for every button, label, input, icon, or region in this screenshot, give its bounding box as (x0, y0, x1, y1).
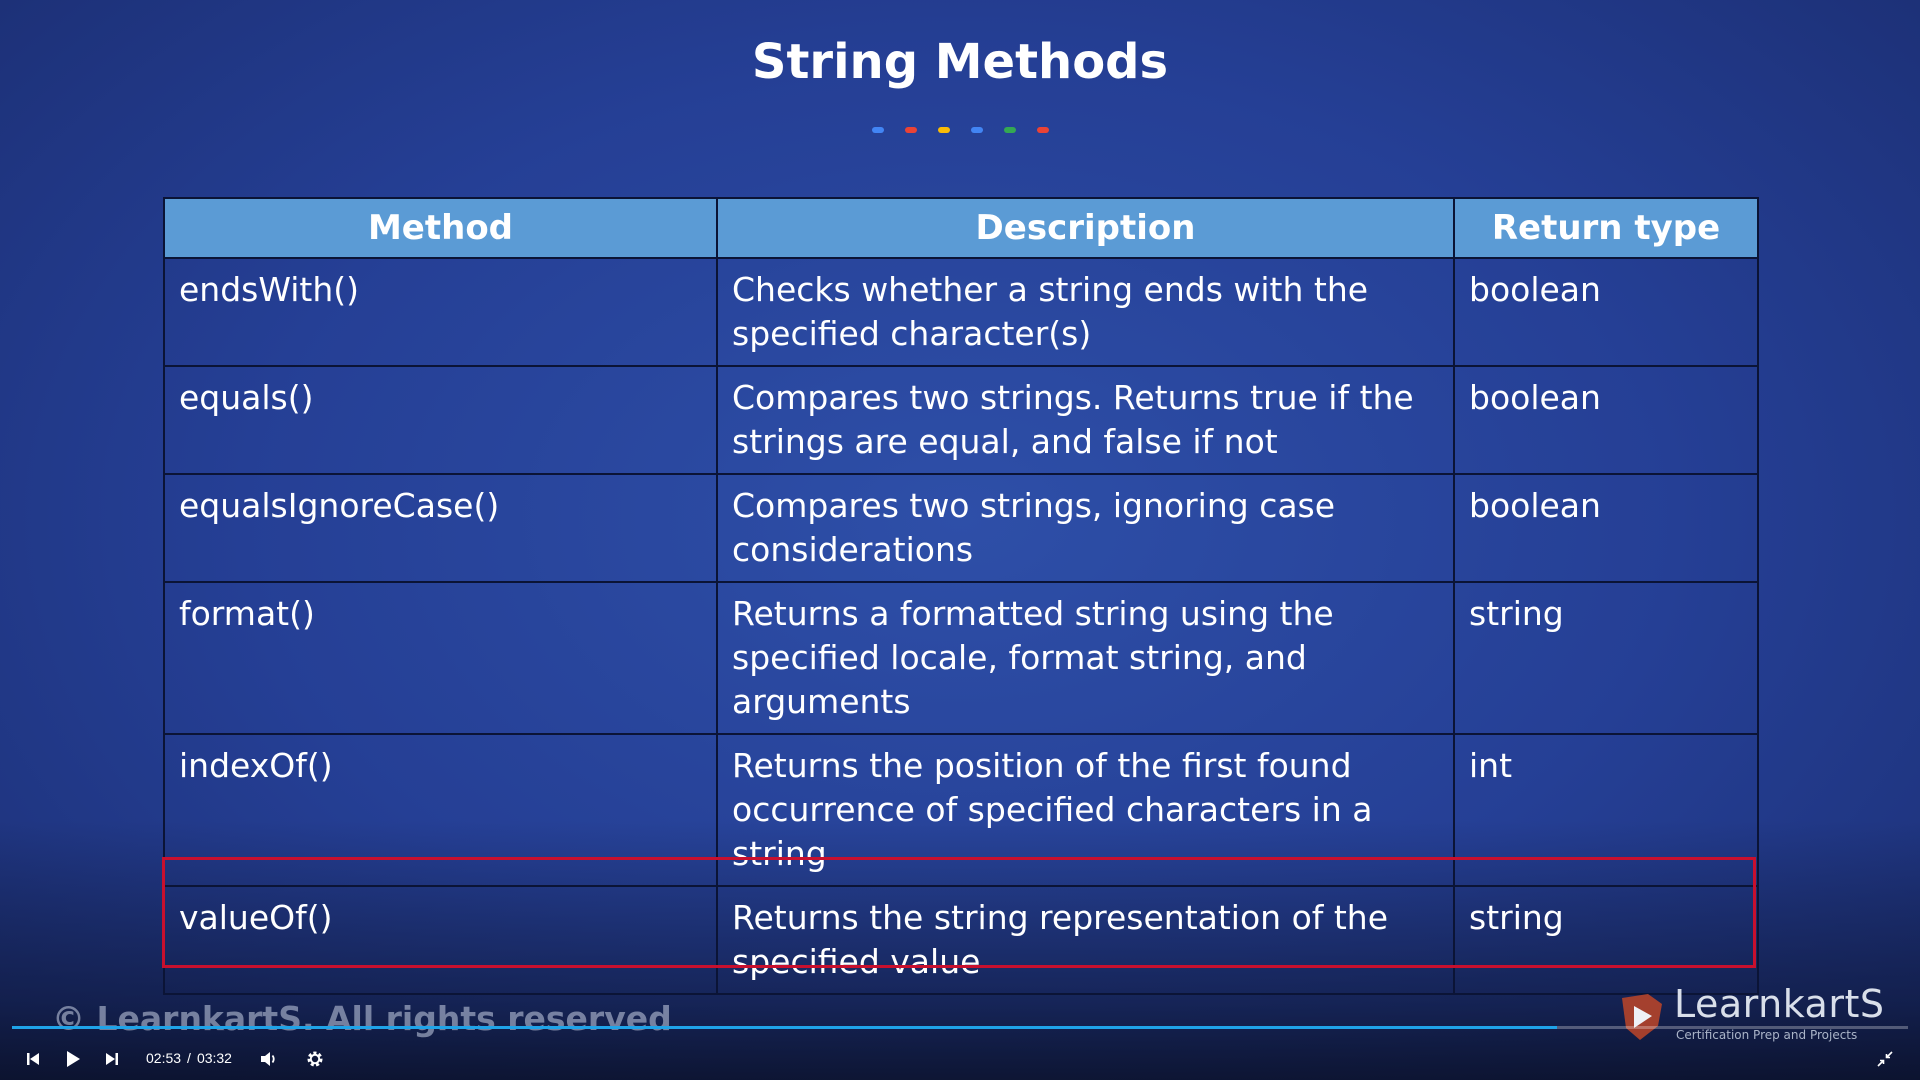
play-button[interactable] (60, 1046, 86, 1072)
header-return-type: Return type (1453, 197, 1759, 259)
copyright-watermark: © LearnkartS. All rights reserved (52, 999, 672, 1038)
description-cell: Compares two strings, ignoring case cons… (716, 473, 1455, 583)
method-cell: format() (163, 581, 718, 735)
return-type-cell: boolean (1453, 365, 1759, 475)
table-row: equals() Compares two strings. Returns t… (163, 365, 1759, 475)
return-type-cell: boolean (1453, 473, 1759, 583)
current-time: 02:53 (146, 1050, 182, 1066)
player-controls: 02:53 / 03:32 (0, 1040, 1920, 1078)
return-type-cell: boolean (1453, 257, 1759, 367)
volume-icon (261, 1052, 275, 1066)
header-method: Method (163, 197, 718, 259)
progress-fill (12, 1026, 1558, 1029)
table-header-row: Method Description Return type (163, 197, 1759, 259)
return-type-cell: int (1453, 733, 1759, 887)
progress-bar[interactable] (12, 1026, 1908, 1029)
description-cell: Checks whether a string ends with the sp… (716, 257, 1455, 367)
method-cell: indexOf() (163, 733, 718, 887)
method-cell: equals() (163, 365, 718, 475)
duration: 03:32 (196, 1050, 232, 1066)
settings-icon (307, 1051, 323, 1067)
method-cell: valueOf() (163, 885, 718, 995)
settings-button[interactable] (302, 1046, 328, 1072)
string-methods-table: Method Description Return type endsWith(… (163, 197, 1759, 995)
exit-fullscreen-icon (1877, 1051, 1893, 1067)
description-cell: Returns the position of the first found … (716, 733, 1455, 887)
dot-5 (1003, 127, 1016, 133)
skip-previous-icon (27, 1053, 39, 1065)
return-type-cell: string (1453, 885, 1759, 995)
method-cell: equalsIgnoreCase() (163, 473, 718, 583)
learnkarts-logo: LearnkartS Certification Prep and Projec… (1618, 982, 1884, 1048)
description-cell: Compares two strings. Returns true if th… (716, 365, 1455, 475)
logo-name: LearnkartS (1674, 982, 1885, 1026)
play-icon (67, 1051, 80, 1067)
table-row: indexOf() Returns the position of the fi… (163, 733, 1759, 887)
table-row: endsWith() Checks whether a string ends … (163, 257, 1759, 367)
dot-3 (937, 127, 950, 133)
dot-1 (871, 127, 884, 133)
description-cell: Returns the string representation of the… (716, 885, 1455, 995)
volume-button[interactable] (256, 1046, 282, 1072)
return-type-cell: string (1453, 581, 1759, 735)
table-row: equalsIgnoreCase() Compares two strings,… (163, 473, 1759, 583)
logo-tagline: Certification Prep and Projects (1676, 1028, 1858, 1042)
exit-fullscreen-button[interactable] (1872, 1046, 1898, 1072)
skip-previous-button[interactable] (20, 1046, 46, 1072)
description-cell: Returns a formatted string using the spe… (716, 581, 1455, 735)
header-description: Description (716, 197, 1455, 259)
method-cell: endsWith() (163, 257, 718, 367)
table-row: format() Returns a formatted string usin… (163, 581, 1759, 735)
slide-title: String Methods (751, 34, 1169, 90)
skip-next-icon (106, 1053, 118, 1065)
dot-4 (970, 127, 983, 133)
time-separator: / (187, 1050, 191, 1066)
dot-6 (1036, 127, 1049, 133)
dot-2 (904, 127, 917, 133)
logo-play-icon (1622, 994, 1662, 1040)
skip-next-button[interactable] (99, 1046, 125, 1072)
table-row-highlighted: valueOf() Returns the string representat… (163, 885, 1759, 995)
decorative-dots (0, 127, 1920, 133)
time-display: 02:53 / 03:32 (146, 1050, 232, 1066)
